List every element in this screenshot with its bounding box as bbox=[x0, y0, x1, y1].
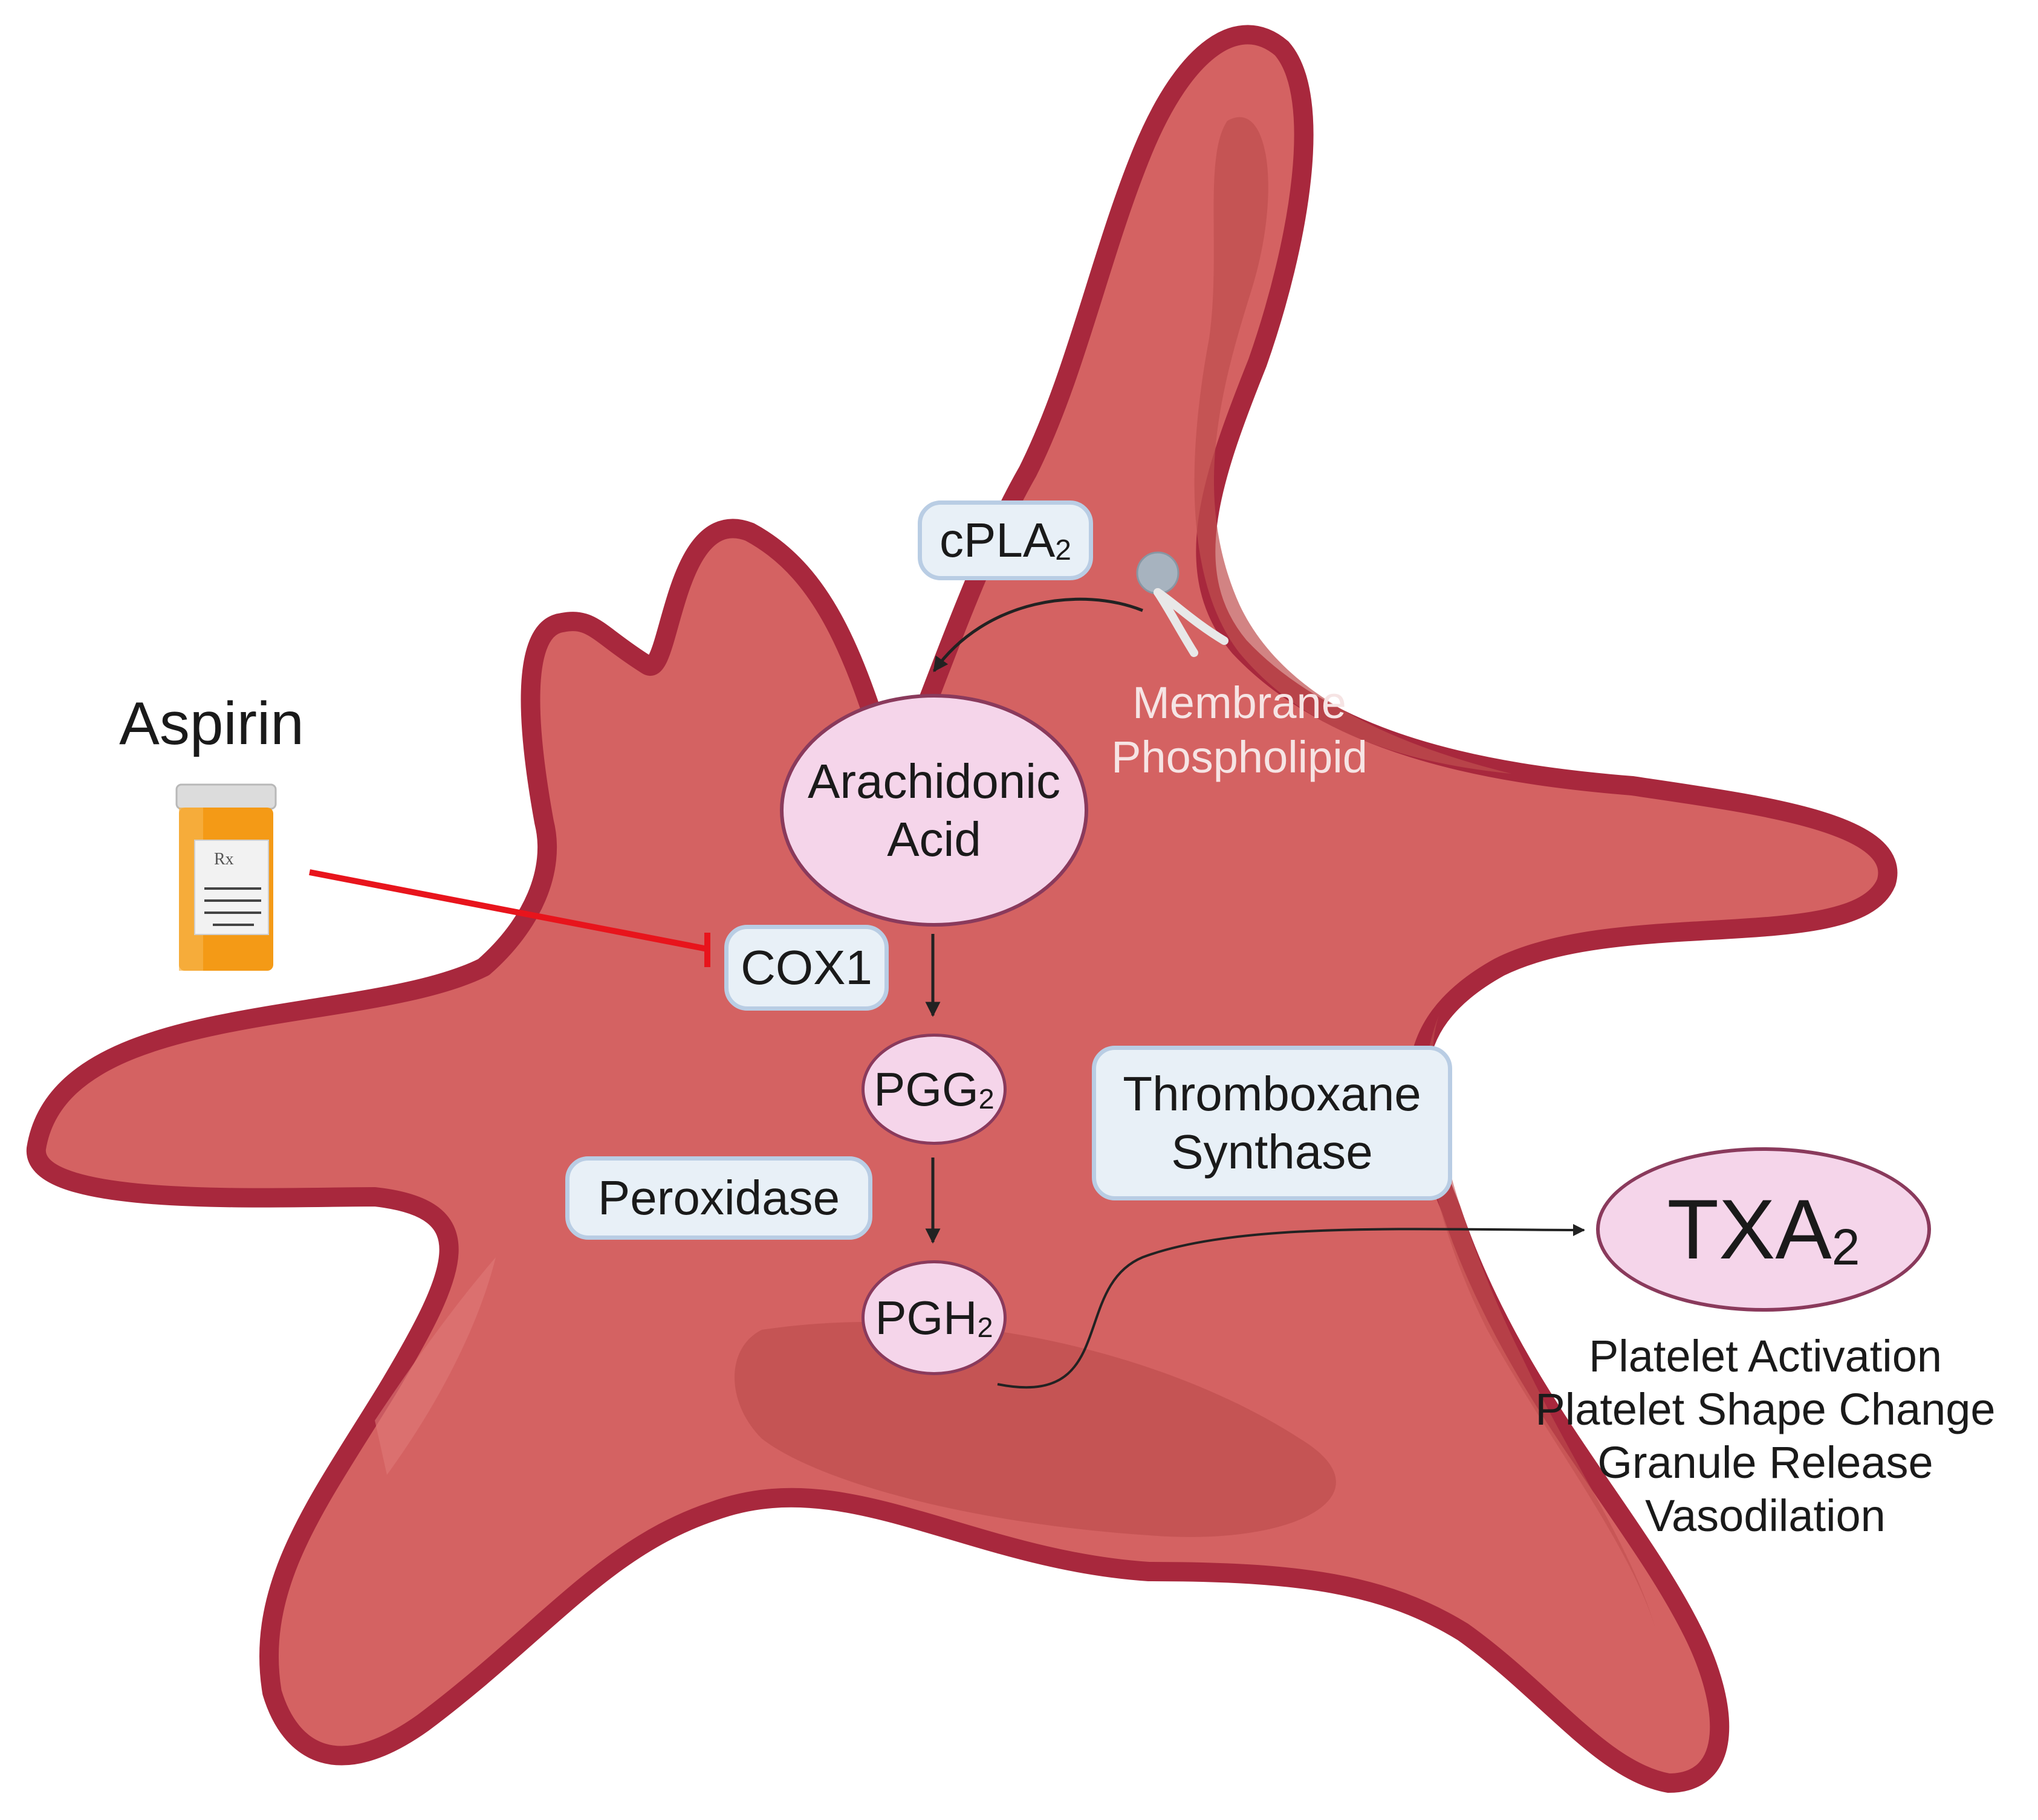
pill-bottle-icon bbox=[175, 783, 277, 971]
effect-item: Vasodilation bbox=[1645, 1491, 1886, 1541]
thromboxane-synthase-enzyme: Thromboxane Synthase bbox=[1092, 1046, 1452, 1200]
peroxidase-enzyme: Peroxidase bbox=[565, 1156, 872, 1240]
txa2-label: TXA bbox=[1667, 1182, 1832, 1277]
cell-shading-upper bbox=[1194, 117, 1511, 774]
txa2-effects-list: Platelet Activation Platelet Shape Chang… bbox=[1499, 1330, 2031, 1543]
membrane-label-line-1: Membrane bbox=[1132, 678, 1346, 728]
cpla2-label: cPLA bbox=[939, 513, 1056, 567]
cell-highlight bbox=[375, 1257, 496, 1475]
txa2-subscript: 2 bbox=[1831, 1218, 1860, 1275]
arachidonic-acid-node: Arachidonic Acid bbox=[780, 694, 1088, 927]
effect-item: Platelet Activation bbox=[1588, 1331, 1942, 1381]
membrane-phospholipid-label: Membrane Phospholipid bbox=[1082, 676, 1397, 785]
arachidonic-acid-line-1: Arachidonic bbox=[807, 754, 1060, 808]
pgh2-label: PGH bbox=[875, 1291, 978, 1344]
cpla2-subscript: 2 bbox=[1055, 534, 1071, 567]
cell-shading bbox=[735, 1321, 1336, 1537]
effect-item: Granule Release bbox=[1597, 1437, 1933, 1488]
pgh2-subscript: 2 bbox=[977, 1312, 993, 1344]
phospholipid-icon bbox=[1136, 551, 1228, 657]
thromboxane-synthase-line-1: Thromboxane bbox=[1123, 1067, 1421, 1121]
membrane-label-line-2: Phospholipid bbox=[1111, 732, 1368, 783]
cell-shading-right bbox=[1424, 1015, 1657, 1632]
cox1-label: COX1 bbox=[741, 941, 872, 994]
thromboxane-synthase-arrow bbox=[997, 1223, 1585, 1389]
effect-item: Platelet Shape Change bbox=[1535, 1384, 1996, 1435]
cox1-enzyme: COX1 bbox=[724, 925, 889, 1011]
rx-mark: Rx bbox=[214, 850, 234, 869]
aspirin-inhibition-line bbox=[309, 869, 708, 952]
drug-label: Aspirin bbox=[119, 690, 304, 757]
peroxidase-label: Peroxidase bbox=[597, 1171, 840, 1225]
thromboxane-synthase-line-2: Synthase bbox=[1171, 1125, 1373, 1179]
arachidonic-acid-line-2: Acid bbox=[887, 812, 981, 866]
cpla2-arrow bbox=[932, 597, 1143, 673]
pgg2-label: PGG bbox=[874, 1062, 979, 1116]
pgg2-subscript: 2 bbox=[978, 1083, 995, 1115]
